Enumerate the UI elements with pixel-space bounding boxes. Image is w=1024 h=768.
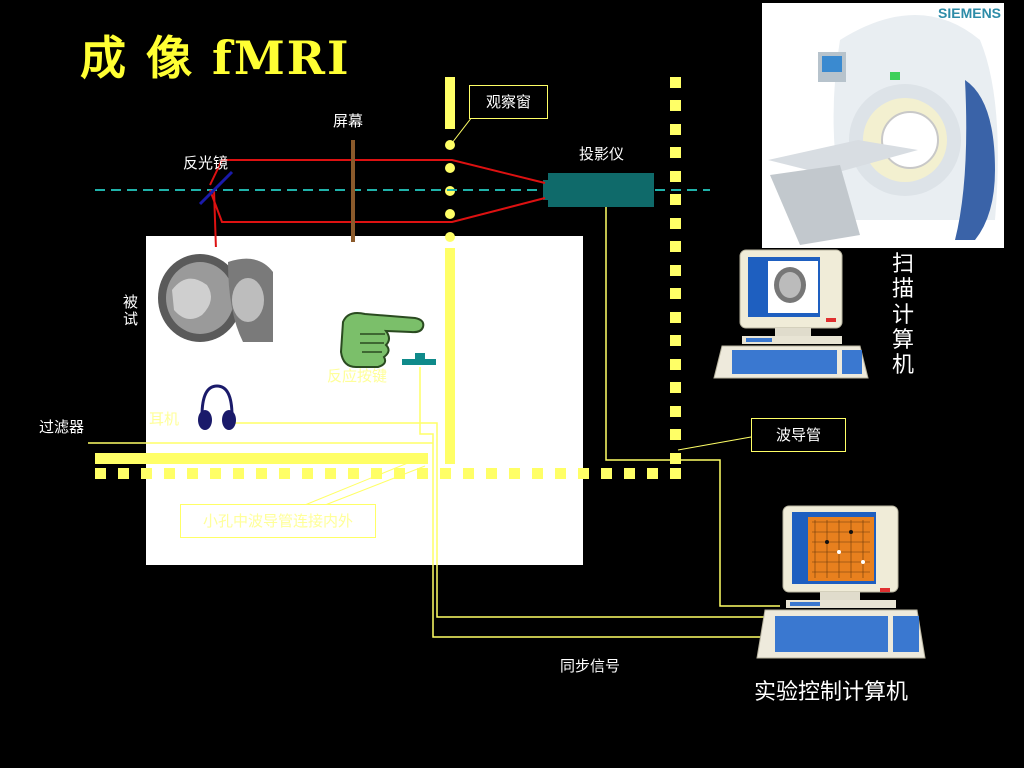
wires [227, 207, 780, 638]
window-callout [451, 116, 473, 144]
hole-callout-2 [319, 465, 426, 508]
outer-wall-horizontal [95, 468, 681, 479]
inner-wall [445, 77, 455, 464]
siemens-logo: SIEMENS [938, 5, 1001, 21]
response-button-cap [415, 353, 425, 360]
light-beam [209, 159, 546, 251]
headphones-icon [198, 384, 236, 430]
mirror-label: 反光镜 [183, 154, 229, 172]
bottom-wall-bar [95, 453, 428, 464]
subject-label: 被 试 [123, 293, 139, 328]
projector-lens [543, 180, 551, 200]
experiment-computer-icon [756, 505, 926, 659]
observation-window-label: 观察窗 [469, 85, 548, 119]
screen-bar [351, 140, 355, 242]
outer-wall-vertical [670, 77, 681, 464]
waveguide-callout [677, 436, 752, 451]
subject-brain-image [157, 247, 275, 344]
projector-box [548, 173, 654, 207]
projector-label: 投影仪 [579, 145, 625, 163]
screen-label: 屏幕 [333, 112, 364, 130]
mri-scanner-photo [762, 3, 1004, 248]
mirror [198, 170, 234, 206]
scan-computer-icon [713, 249, 869, 379]
experiment-computer-label: 实验控制计算机 [754, 680, 909, 705]
pointing-hand-icon [339, 312, 425, 368]
response-button-base [402, 359, 436, 365]
headphones-label: 耳机 [149, 410, 180, 428]
response-button-label: 反应按键 [327, 367, 388, 385]
sync-signal-label: 同步信号 [560, 657, 621, 675]
page-title: 成 像 fMRI [80, 31, 351, 85]
scan-computer-label: 扫 描 计 算 机 [892, 252, 915, 379]
hole-callout-1 [299, 457, 421, 508]
hole-note-label: 小孔中波导管连接内外 [180, 504, 376, 538]
filter-label: 过滤器 [39, 418, 85, 436]
waveguide-label: 波导管 [751, 418, 846, 452]
